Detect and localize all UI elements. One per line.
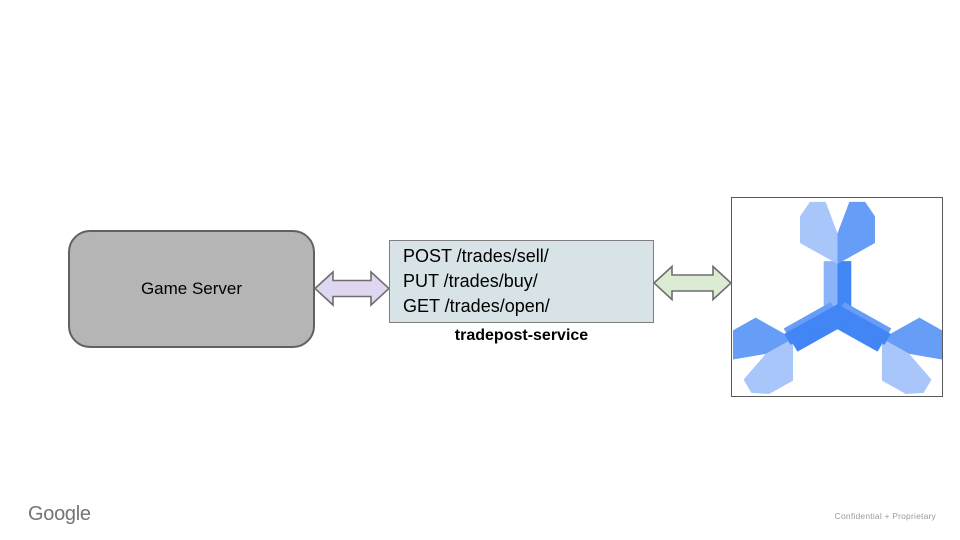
arm-dr-head-right — [732, 317, 793, 360]
arm-dr-shaft-left — [790, 313, 844, 352]
double-arrow-right-icon — [653, 264, 732, 302]
service-endpoints-box: POST /trades/sell/ PUT /trades/buy/ GET … — [389, 240, 654, 323]
google-logo: Google — [28, 503, 91, 525]
arm-dl-shaft-right — [830, 313, 884, 352]
logo-center-junction — [783, 303, 891, 345]
arm-dl-head-right — [881, 338, 931, 394]
arm-dr-head-left — [743, 338, 793, 394]
double-arrow-right-shape — [653, 264, 732, 302]
endpoint-line: PUT /trades/buy/ — [403, 271, 538, 291]
logo-arm-up — [799, 201, 875, 314]
endpoint-line: POST /trades/sell/ — [403, 246, 549, 266]
double-arrow-left-shape — [314, 270, 390, 307]
endpoint-line: GET /trades/open/ — [403, 296, 550, 316]
service-name-label: tradepost-service — [454, 327, 589, 344]
arm-dl-head-left — [881, 317, 942, 360]
arm-up-head-left — [799, 201, 837, 264]
arm-up-head-right — [837, 201, 875, 264]
open-match-logo-icon — [732, 201, 942, 394]
arm-up-shaft-left — [823, 260, 837, 314]
confidential-note: Confidential + Proprietary — [834, 511, 936, 521]
arm-up-shaft-right — [837, 260, 851, 314]
logo-box — [731, 197, 943, 397]
double-arrow-left-icon — [314, 270, 390, 307]
game-server-label: Game Server — [140, 279, 243, 298]
game-server-box: Game Server — [68, 230, 315, 348]
